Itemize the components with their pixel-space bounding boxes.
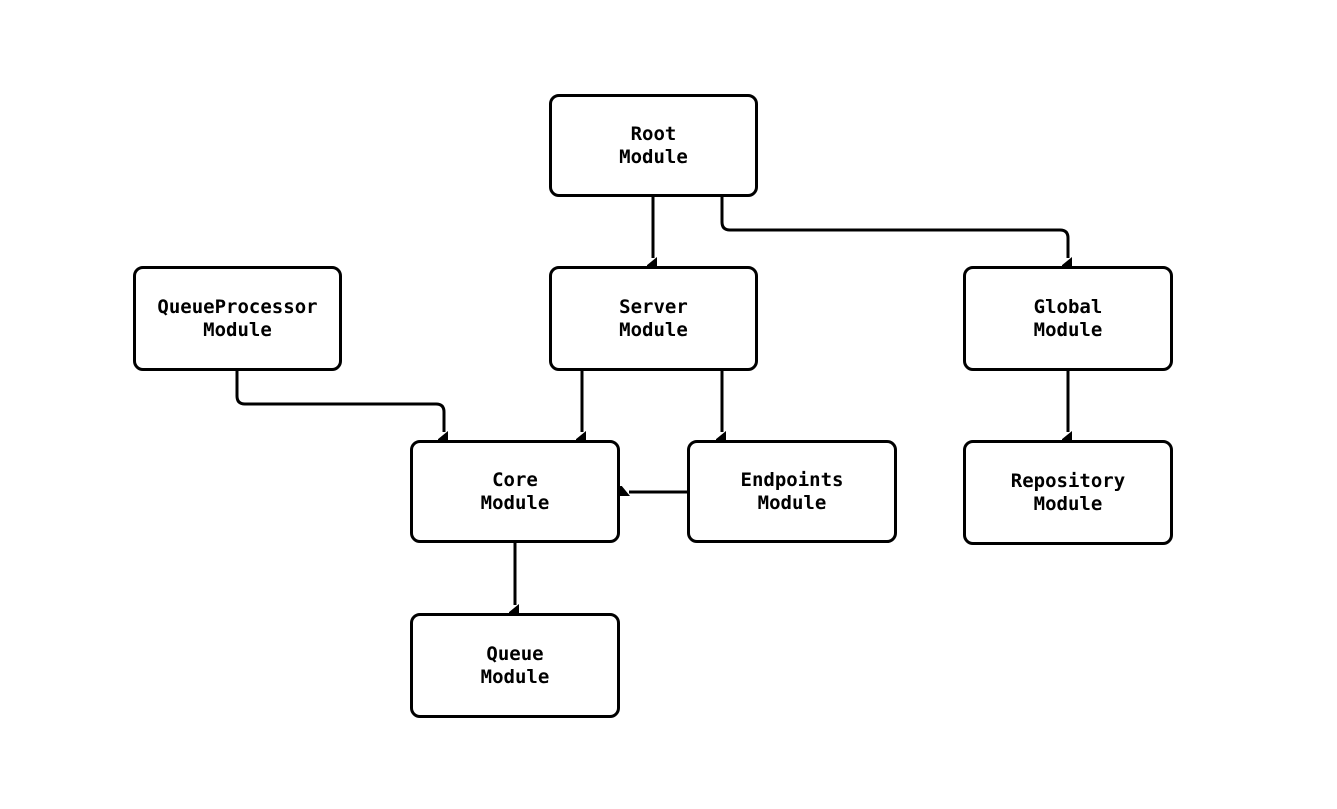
node-server-label: Server Module — [619, 295, 688, 341]
node-global-label: Global Module — [1033, 295, 1103, 341]
node-endpoints-label: Endpoints Module — [740, 468, 844, 514]
edge-root-global — [720, 197, 1068, 258]
node-root-label: Root Module — [619, 122, 688, 168]
node-root[interactable]: Root Module — [549, 94, 758, 197]
node-queue[interactable]: Queue Module — [410, 613, 620, 718]
node-queueprocessor-label: QueueProcessor Module — [157, 295, 318, 341]
node-global[interactable]: Global Module — [963, 266, 1173, 371]
node-server[interactable]: Server Module — [549, 266, 758, 371]
edges-group — [235, 197, 1068, 605]
node-repository[interactable]: Repository Module — [963, 440, 1173, 545]
node-repository-label: Repository Module — [1010, 469, 1126, 515]
node-queueprocessor[interactable]: QueueProcessor Module — [133, 266, 342, 371]
edge-queueprocessor-core — [235, 371, 444, 432]
node-core-label: Core Module — [480, 468, 550, 514]
node-endpoints[interactable]: Endpoints Module — [687, 440, 897, 543]
node-queue-label: Queue Module — [480, 642, 550, 688]
node-core[interactable]: Core Module — [410, 440, 620, 543]
